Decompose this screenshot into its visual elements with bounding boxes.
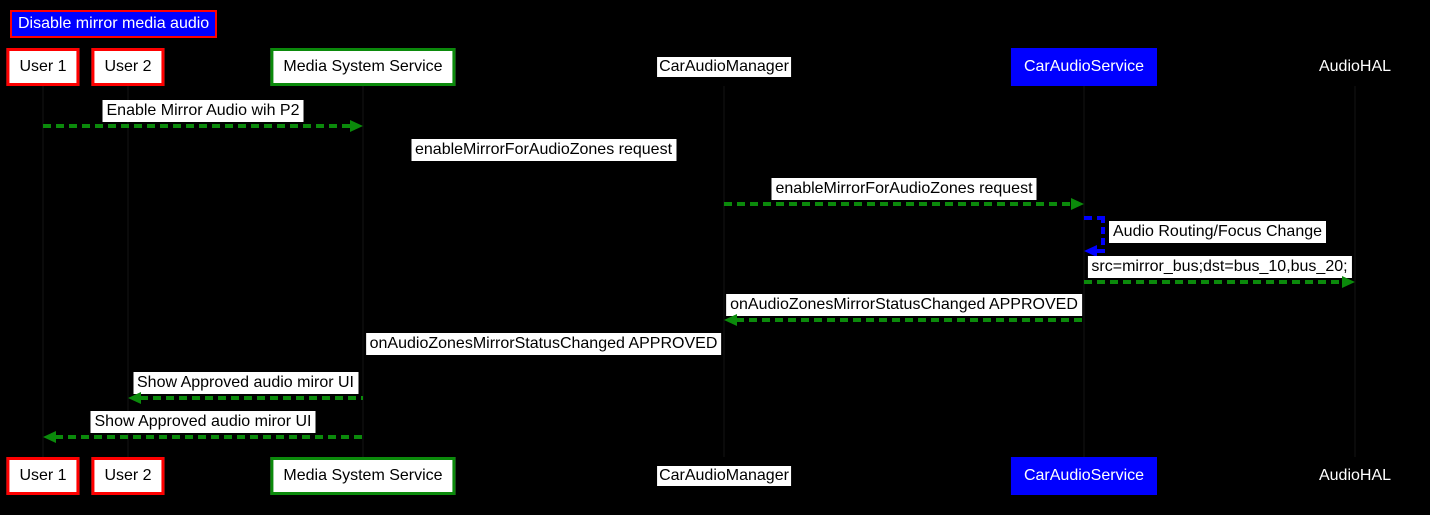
participant-user2-top: User 2 bbox=[91, 48, 165, 86]
message-arrow-line bbox=[736, 318, 1084, 322]
diagram-title: Disable mirror media audio bbox=[10, 10, 218, 38]
self-message-arrowhead bbox=[1084, 245, 1097, 257]
self-message-line bbox=[1096, 249, 1106, 253]
message-arrow-line bbox=[724, 202, 1072, 206]
message-arrow-line bbox=[55, 435, 363, 439]
message-label: onAudioZonesMirrorStatusChanged APPROVED bbox=[726, 294, 1082, 316]
message-label: enableMirrorForAudioZones request bbox=[771, 178, 1037, 200]
participant-caraudioservice-bottom: CarAudioService bbox=[1010, 457, 1158, 495]
message-label: Show Approved audio miror UI bbox=[133, 372, 358, 394]
message-label: onAudioZonesMirrorStatusChanged APPROVED bbox=[365, 333, 722, 355]
participant-caraudiomanager-top: CarAudioManager bbox=[657, 57, 791, 77]
message-label: enableMirrorForAudioZones request bbox=[410, 139, 677, 161]
participant-media-top: Media System Service bbox=[270, 48, 456, 86]
message-arrowhead bbox=[724, 314, 737, 326]
message-arrowhead bbox=[350, 120, 363, 132]
self-message-line bbox=[1101, 216, 1105, 253]
participant-audiohal-bottom: AudioHAL bbox=[1318, 467, 1392, 484]
message-arrowhead bbox=[1342, 276, 1355, 288]
lifeline-audiohal bbox=[1354, 86, 1356, 457]
message-arrowhead bbox=[43, 431, 56, 443]
participant-user1-top: User 1 bbox=[6, 48, 80, 86]
message-arrowhead bbox=[1071, 198, 1084, 210]
message-arrow-line bbox=[43, 124, 351, 128]
message-arrow-line bbox=[140, 396, 363, 400]
participant-caraudioservice-top: CarAudioService bbox=[1010, 48, 1158, 86]
message-label: Enable Mirror Audio wih P2 bbox=[102, 100, 304, 122]
lifeline-user2 bbox=[127, 86, 129, 457]
message-label: src=mirror_bus;dst=bus_10,bus_20; bbox=[1087, 256, 1352, 278]
participant-user1-bottom: User 1 bbox=[6, 457, 80, 495]
participant-audiohal-top: AudioHAL bbox=[1318, 58, 1392, 75]
message-label: Show Approved audio miror UI bbox=[90, 411, 316, 433]
lifeline-media bbox=[362, 86, 364, 457]
lifeline-caraudioservice bbox=[1083, 86, 1085, 457]
message-label: Audio Routing/Focus Change bbox=[1109, 221, 1327, 243]
message-arrowhead bbox=[128, 392, 141, 404]
lifeline-user1 bbox=[42, 86, 44, 457]
participant-media-bottom: Media System Service bbox=[270, 457, 456, 495]
lifeline-caraudiomanager bbox=[723, 86, 725, 457]
participant-user2-bottom: User 2 bbox=[91, 457, 165, 495]
participant-caraudiomanager-bottom: CarAudioManager bbox=[657, 466, 791, 486]
message-arrow-line bbox=[1084, 280, 1343, 284]
self-message-line bbox=[1084, 216, 1105, 220]
